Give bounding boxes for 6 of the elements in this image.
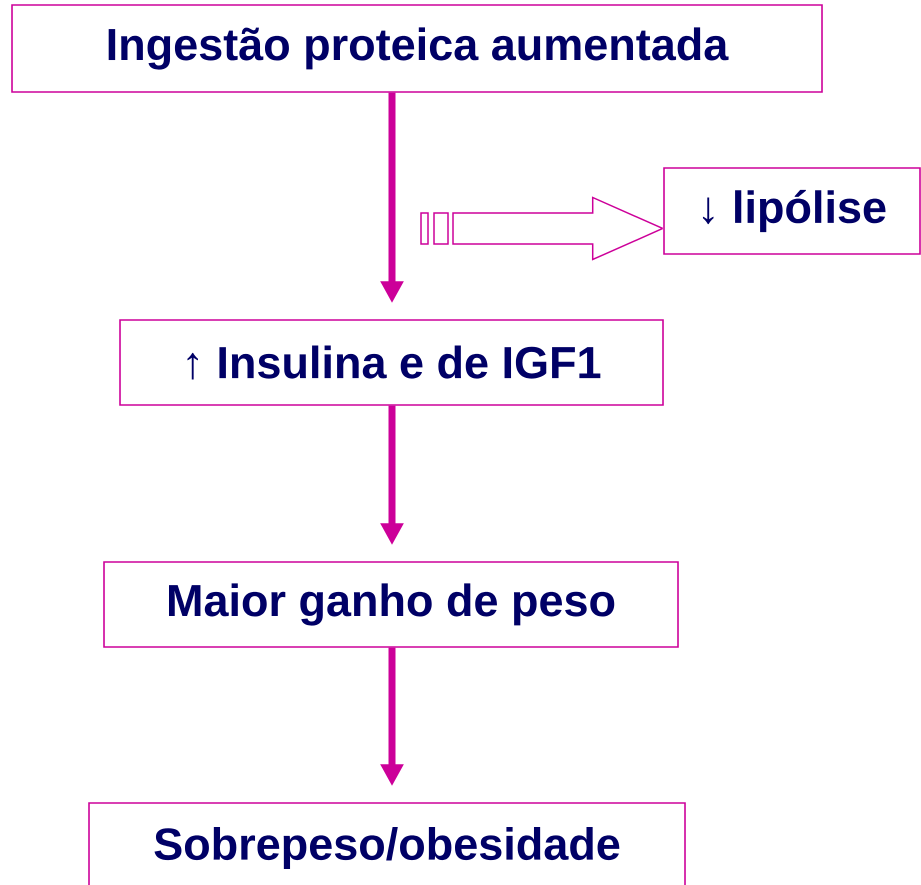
process-box: Sobrepeso/obesidade (88, 802, 686, 885)
block-arrow (420, 196, 665, 261)
process-box: ↑ Insulina e de IGF1 (119, 319, 664, 406)
process-box: ↓ lipólise (663, 167, 921, 255)
process-box: Ingestão proteica aumentada (11, 4, 823, 93)
process-box: Maior ganho de peso (103, 561, 679, 648)
